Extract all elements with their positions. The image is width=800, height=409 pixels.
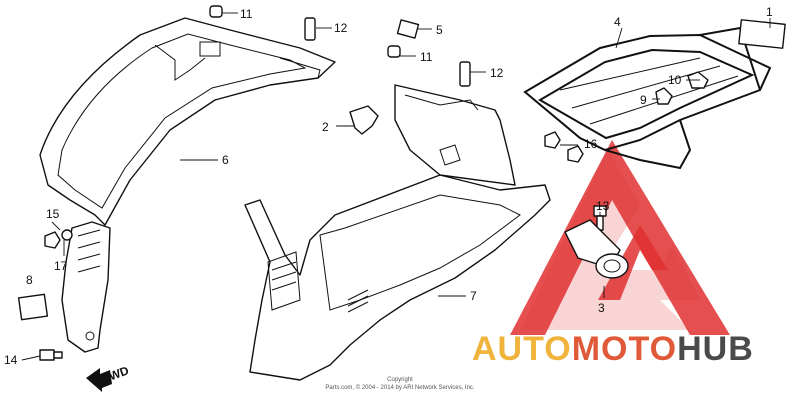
part-12-collar-top: [304, 17, 316, 41]
callout-4: 4: [614, 15, 621, 29]
watermark-auto: AUTO: [472, 330, 572, 368]
callout-numbers: 1 2 3 4 5 6 7 8 9 10 11 11 12 12 13 14 1…: [4, 5, 773, 367]
part-11-grommet-top: [209, 5, 223, 18]
callout-17: 17: [54, 259, 68, 273]
left-hardware: [39, 229, 73, 361]
callout-6: 6: [222, 153, 229, 167]
copyright-line-1: Copyright: [387, 377, 413, 383]
callout-7: 7: [470, 289, 477, 303]
part-9-bushing: [655, 87, 673, 105]
watermark-moto: MOTO: [572, 330, 677, 368]
part-8-sticker: [17, 293, 49, 321]
part-4-carrier-rack: [523, 26, 772, 170]
callout-3: 3: [598, 301, 605, 315]
watermark-wordmark: AUTOMOTOHUB: [472, 330, 754, 368]
fwd-label: FWD: [100, 363, 131, 386]
copyright-line-2: Parts.com, © 2004 - 2014 by ARI Network …: [325, 384, 474, 391]
forward-arrow-icon: FWD: [86, 363, 131, 392]
callout-8: 8: [26, 273, 33, 287]
part-1-reflector: [738, 19, 786, 49]
watermark-hub: HUB: [677, 330, 754, 368]
callout-1: 1: [766, 5, 773, 19]
part-2-clip: [349, 105, 379, 135]
callout-11-mid: 11: [420, 50, 433, 64]
part-7-rear-cowl: [244, 84, 551, 381]
part-12-collar-mid: [459, 61, 471, 87]
callout-13: 13: [596, 199, 610, 213]
part-6-left-panel: [39, 17, 336, 226]
callout-10: 10: [668, 73, 682, 87]
callout-11-top: 11: [240, 7, 253, 21]
watermark-text: AUTOMOTOHUB: [472, 330, 754, 368]
part-8-left-bracket: [61, 221, 111, 353]
callout-9: 9: [640, 93, 647, 107]
part-11-grommet-mid: [387, 45, 401, 58]
leader-lines: [21, 12, 771, 361]
part-3-lock-cylinder: [564, 219, 629, 279]
callout-14: 14: [4, 353, 18, 367]
callout-15: 15: [46, 207, 60, 221]
watermark-logo-icon: [510, 140, 730, 335]
callout-16: 16: [584, 137, 598, 151]
part-16-bolts: [544, 131, 584, 163]
callout-12-top: 12: [334, 21, 348, 35]
part-5-plate: [396, 19, 420, 39]
callout-12-mid: 12: [490, 66, 504, 80]
callout-5: 5: [436, 23, 443, 37]
callout-2: 2: [322, 120, 329, 134]
